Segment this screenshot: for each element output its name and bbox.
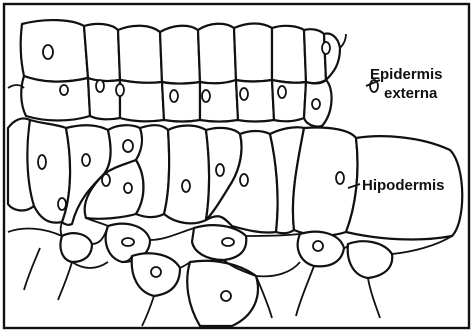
nucleus [96, 80, 104, 92]
nucleus [151, 267, 161, 277]
cell [198, 24, 236, 84]
cell [60, 233, 92, 262]
nucleus [116, 84, 124, 96]
nucleus [102, 174, 110, 186]
nucleus [278, 86, 286, 98]
cell [160, 26, 200, 84]
cell [192, 225, 246, 260]
cell [136, 125, 169, 217]
nucleus [202, 90, 210, 102]
nucleus [312, 99, 320, 109]
nucleus [124, 183, 132, 193]
nucleus [123, 140, 133, 152]
cell [84, 24, 120, 81]
cell [21, 20, 88, 82]
cell [272, 80, 306, 121]
cell [324, 34, 340, 80]
cell [272, 26, 306, 83]
nucleus [322, 42, 330, 54]
nucleus [222, 238, 234, 246]
nucleus [82, 154, 90, 166]
nucleus [313, 241, 323, 251]
cell [162, 82, 200, 122]
nucleus [122, 238, 134, 246]
nucleus [336, 172, 344, 184]
nucleus [60, 85, 68, 95]
label-hipodermis: Hipodermis [362, 177, 445, 194]
nucleus [38, 155, 46, 169]
nucleus [170, 90, 178, 102]
cell [348, 241, 393, 278]
cell [304, 29, 326, 83]
cell [164, 126, 209, 224]
label-externa: externa [384, 85, 438, 102]
nucleus [182, 180, 190, 192]
cell [293, 127, 358, 235]
nucleus [221, 291, 231, 301]
cell [118, 26, 162, 83]
label-epidermis: Epidermis [370, 66, 443, 83]
nucleus [240, 174, 248, 186]
nucleus [58, 198, 66, 210]
cell [120, 80, 164, 121]
nucleus [43, 45, 53, 59]
epidermis-cells [21, 20, 340, 83]
cell [236, 80, 274, 122]
cell [21, 76, 90, 121]
nucleus [216, 164, 224, 176]
nucleus [240, 88, 248, 100]
cell [234, 24, 272, 82]
